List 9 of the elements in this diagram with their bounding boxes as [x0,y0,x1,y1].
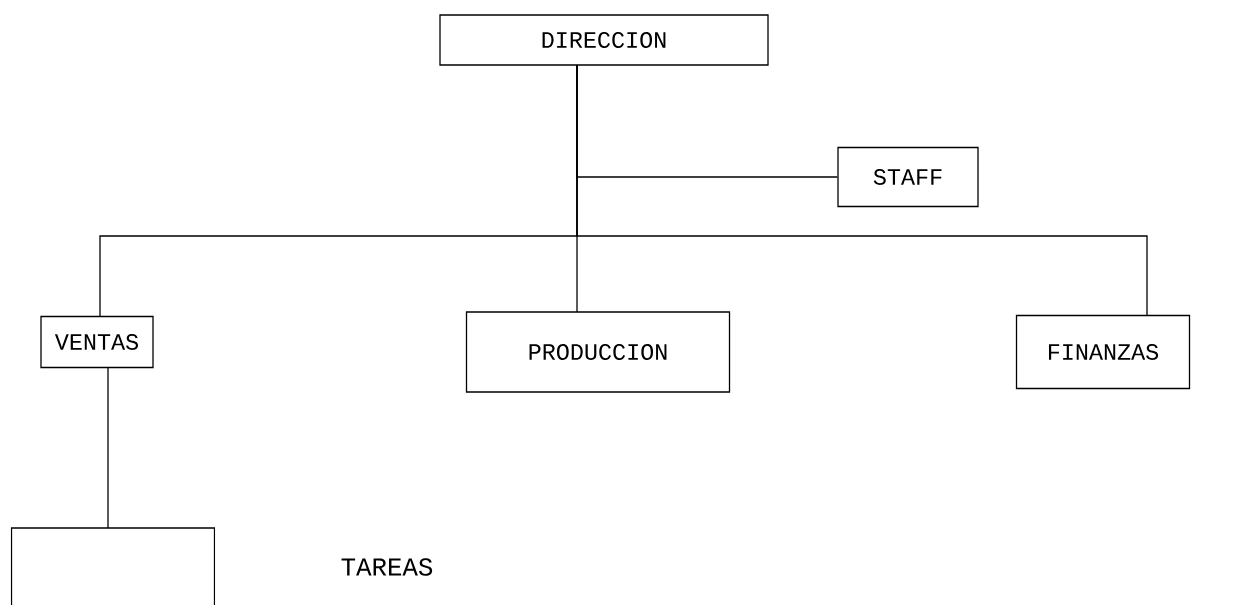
empty-box [10,527,216,605]
connector-line [576,64,1148,316]
org-box: STAFF [837,146,979,208]
text-label: TAREAS [341,558,433,576]
connector-line [107,366,109,529]
org-box: FINANZAS [1015,314,1191,390]
org-box: DIRECCION [439,14,769,66]
org-box: VENTAS [40,315,154,369]
org-box: PRODUCCION [465,311,731,393]
